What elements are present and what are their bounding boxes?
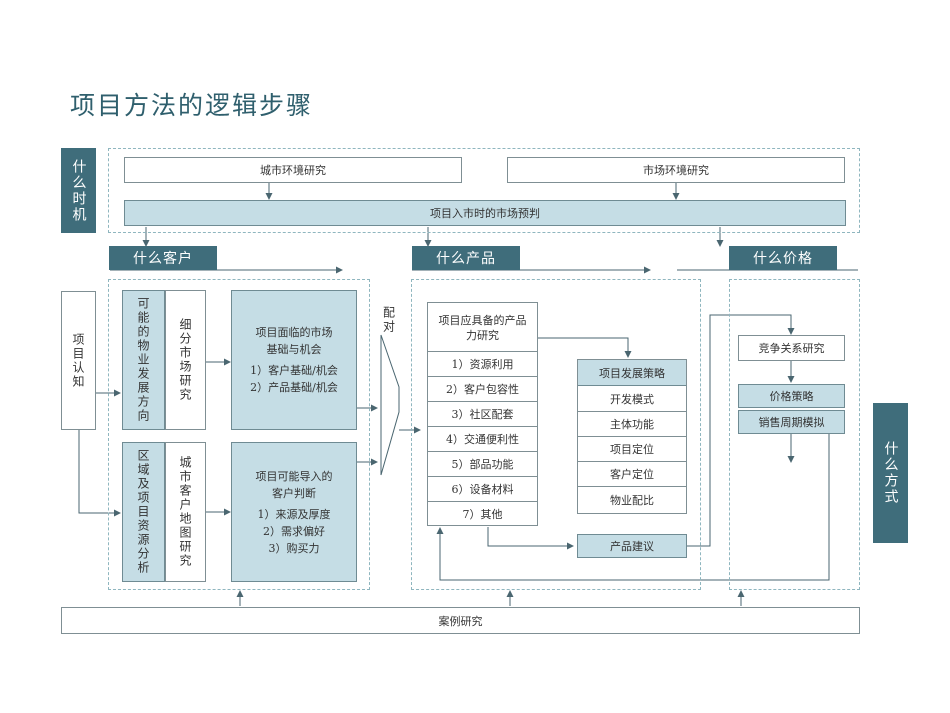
capability-item: 7）其他 xyxy=(428,501,537,525)
customer-judgment-title: 项目可能导入的客户判断 xyxy=(255,469,333,500)
header-price: 什么价格 xyxy=(729,246,837,270)
market-forecast-bar: 项目入市时的市场预判 xyxy=(124,200,846,226)
price-region xyxy=(729,279,860,590)
market-basis-box: 项目面临的市场基础与机会 1）客户基础/机会 2）产品基础/机会 xyxy=(231,290,357,430)
city-environment-research: 城市环境研究 xyxy=(124,157,462,183)
page-title: 项目方法的逻辑步骤 xyxy=(70,91,314,120)
strategy-title: 项目发展策略 xyxy=(578,360,686,386)
market-basis-title: 项目面临的市场基础与机会 xyxy=(255,326,333,356)
capability-title-text: 项目应具备的产品力研究 xyxy=(438,314,527,342)
header-customer: 什么客户 xyxy=(109,246,217,270)
header-product: 什么产品 xyxy=(412,246,520,270)
strategy-item: 开发模式 xyxy=(610,392,654,406)
capability-item: 2）客户包容性 xyxy=(428,376,537,401)
capability-item: 3）社区配套 xyxy=(428,401,537,426)
capability-item: 1）资源利用 xyxy=(428,351,537,376)
strategy-box: 项目发展策略 开发模式 主体功能 项目定位 客户定位 物业配比 xyxy=(577,359,687,514)
customer-judgment-item2: 2）需求偏好 xyxy=(263,524,325,538)
segment-market-research: 细分市场研究 xyxy=(165,290,206,430)
property-direction: 可能的物业发展方向 xyxy=(122,290,165,430)
product-advice: 产品建议 xyxy=(577,534,687,558)
regional-resource-analysis: 区域及项目资源分析 xyxy=(122,442,165,582)
capability-title: 项目应具备的产品力研究 xyxy=(428,307,537,349)
sales-cycle-simulation: 销售周期模拟 xyxy=(738,410,845,434)
arrow-cognition-to-regional xyxy=(78,430,121,517)
match-funnel xyxy=(380,334,400,476)
case-study-bar: 案例研究 xyxy=(61,607,860,634)
market-basis-item1: 1）客户基础/机会 xyxy=(250,364,338,377)
arrow-list-to-advice xyxy=(487,527,574,550)
strategy-item: 物业配比 xyxy=(578,486,686,513)
strategy-item: 主体功能 xyxy=(578,411,686,436)
arrow-advice-to-competition xyxy=(687,314,795,547)
strategy-item: 项目定位 xyxy=(578,436,686,461)
customer-region xyxy=(108,279,370,590)
capability-item: 5）部品功能 xyxy=(428,451,537,476)
product-region xyxy=(411,279,701,590)
customer-judgment-item3: 3）购买力 xyxy=(268,541,320,555)
market-basis-item2: 2）产品基础/机会 xyxy=(250,381,338,394)
product-capability-box: 项目应具备的产品力研究 1）资源利用 2）客户包容性 3）社区配套 4）交通便利… xyxy=(427,302,538,526)
arrow-capability-to-strategy xyxy=(538,337,632,358)
city-customer-map-research: 城市客户地图研究 xyxy=(165,442,206,582)
customer-judgment-item1: 1）来源及厚度 xyxy=(257,507,331,521)
feedback-loop xyxy=(436,433,830,581)
label-method: 什么方式 xyxy=(873,403,908,543)
pricing-strategy: 价格策略 xyxy=(738,384,845,408)
competition-research: 竞争关系研究 xyxy=(738,335,845,361)
timing-region xyxy=(108,148,860,233)
match-label: 配对 xyxy=(381,306,396,334)
market-environment-research: 市场环境研究 xyxy=(507,157,845,183)
label-timing: 什么时机 xyxy=(61,148,96,233)
capability-item: 6）设备材料 xyxy=(428,476,537,501)
project-cognition: 项目认知 xyxy=(61,291,96,430)
capability-item: 4）交通便利性 xyxy=(428,426,537,451)
strategy-item: 客户定位 xyxy=(578,461,686,486)
customer-judgment-box: 项目可能导入的客户判断 1）来源及厚度 2）需求偏好 3）购买力 xyxy=(231,442,357,582)
